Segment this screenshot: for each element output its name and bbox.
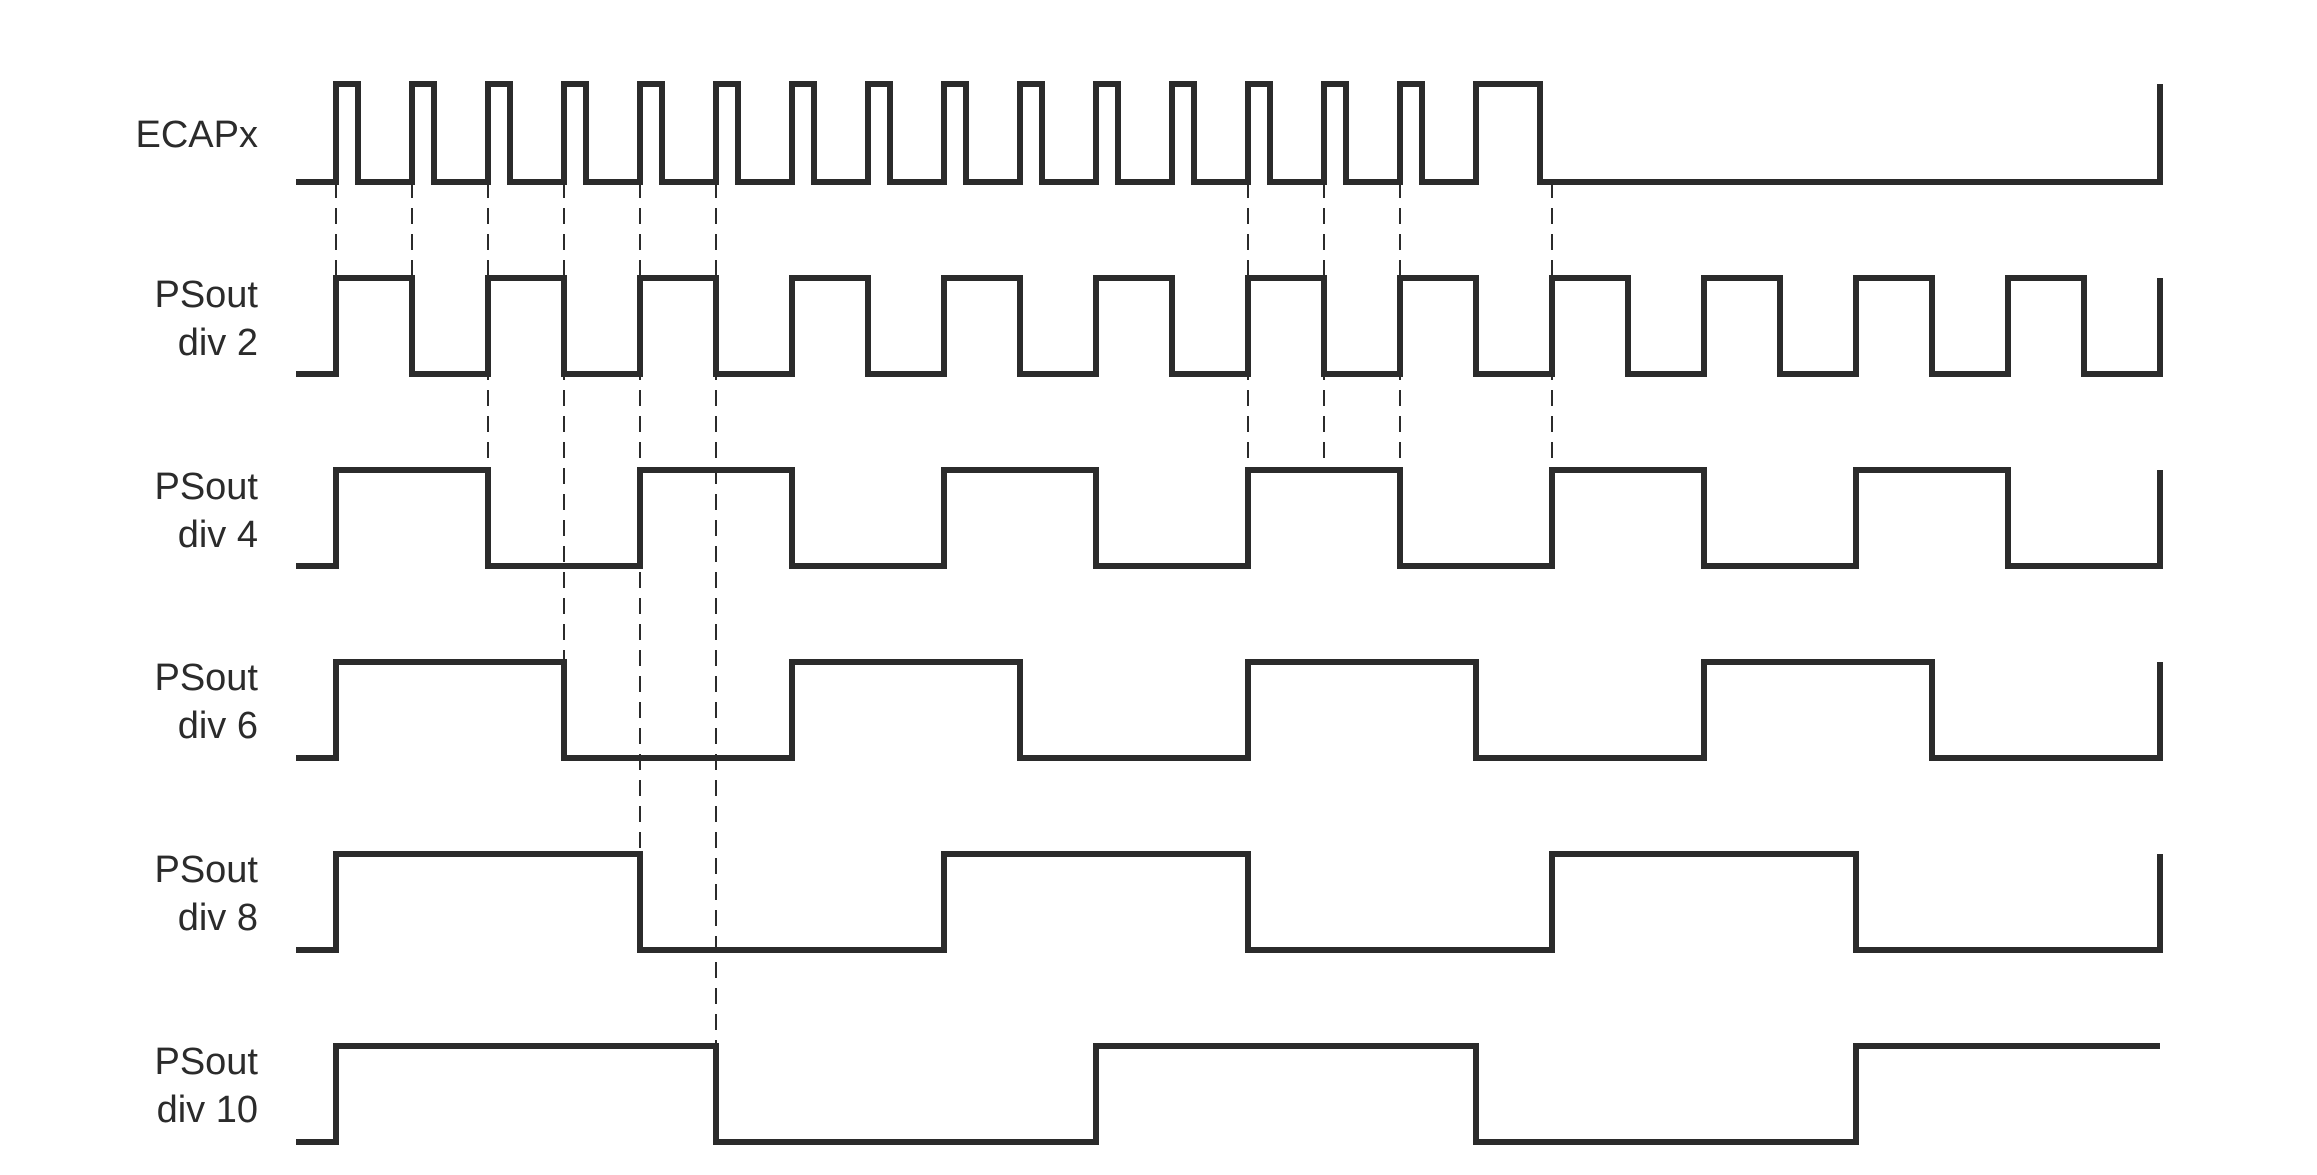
signal-label-line: PSout [154,657,258,699]
signal-label-line: div 2 [178,322,258,364]
waveforms [296,81,2163,1145]
signal-label-line: PSout [154,466,258,508]
signal-label-psout-div10: PSout div 10 [154,1041,258,1131]
signal-label-line: div 10 [157,1089,258,1131]
waveform-psout-div10 [296,1043,2160,1145]
signal-label-psout-div2: PSout div 2 [154,274,258,364]
signal-label-line: ECAPx [136,114,258,156]
signal-label-line: div 4 [178,514,258,556]
waveform-psout-div6 [296,659,2163,761]
signal-label-psout-div8: PSout div 8 [154,849,258,939]
signal-label-psout-div4: PSout div 4 [154,466,258,556]
waveform-psout-div8 [296,851,2163,953]
signal-label-line: div 6 [178,705,258,747]
waveform-psout-div2 [296,275,2163,377]
signal-label-line: div 8 [178,897,258,939]
signal-label-line: PSout [154,1041,258,1083]
signal-label-ecapx: ECAPx [136,114,258,156]
waveform-ecapx [296,81,2163,185]
signal-label-line: PSout [154,849,258,891]
waveform-psout-div4 [296,467,2163,569]
signal-label-psout-div6: PSout div 6 [154,657,258,747]
signal-label-line: PSout [154,274,258,316]
